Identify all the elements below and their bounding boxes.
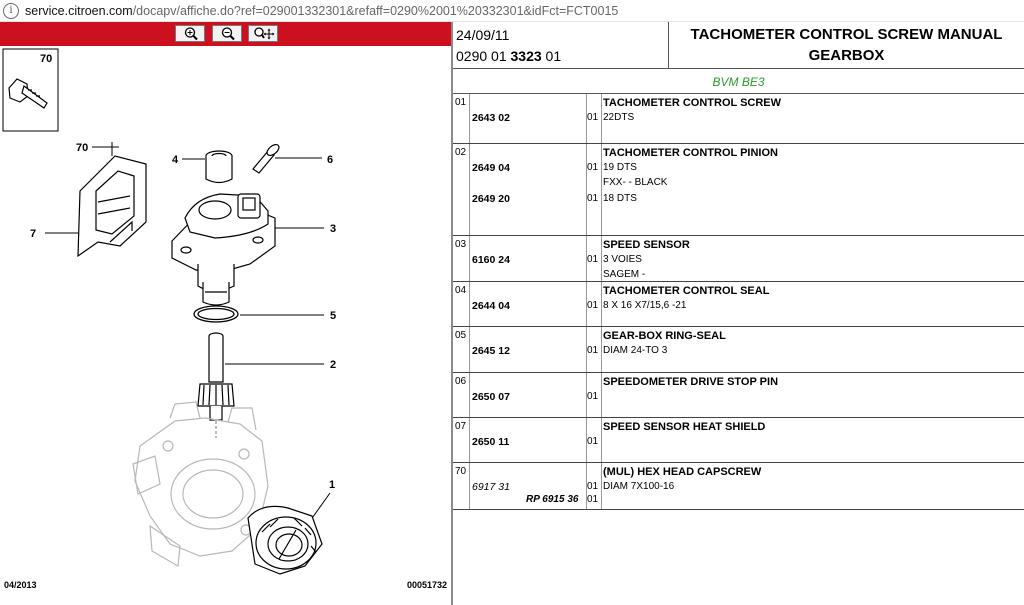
part-number[interactable]: 2649 20	[472, 193, 510, 205]
part-title: SPEED SENSOR	[603, 239, 690, 251]
part-detail: 22DTS	[603, 112, 635, 123]
o-ring-drawing	[193, 305, 239, 323]
part-number[interactable]: 2644 04	[472, 300, 510, 312]
seal-cap-drawing	[205, 150, 233, 184]
part-title: (MUL) HEX HEAD CAPSCREW	[603, 466, 762, 478]
info-icon[interactable]: i	[3, 2, 19, 19]
pinion-drawing	[197, 332, 235, 421]
part-number[interactable]: 2645 12	[472, 345, 510, 357]
callout-5: 5	[330, 310, 336, 322]
row-index: 03	[455, 239, 467, 250]
header-date: 24/09/11	[456, 27, 510, 43]
row-index: 01	[455, 97, 467, 108]
parts-panel: 24/09/11 0290 01 3323 01 TACHOMETER CONT…	[453, 22, 1024, 605]
row-index: 06	[455, 376, 467, 387]
address-bar[interactable]: i service.citroen.com/docapv/affiche.do?…	[0, 0, 1024, 22]
callout-1: 1	[329, 479, 335, 491]
gearbox-housing-drawing	[132, 401, 269, 567]
part-detail: SAGEM -	[603, 269, 646, 280]
part-detail: DIAM 7X100-16	[603, 481, 675, 492]
row-index: 07	[455, 421, 467, 432]
part-number[interactable]: 2650 07	[472, 391, 510, 403]
part-title: SPEEDOMETER DRIVE STOP PIN	[603, 376, 779, 388]
table-row[interactable]: 02 TACHOMETER CONTROL PINION 2649 04 01 19 D…	[453, 144, 1024, 236]
quantity: 01	[587, 345, 599, 356]
callout-70-inset: 70	[40, 53, 52, 65]
callout-3: 3	[330, 223, 336, 235]
stop-pin-drawing	[252, 143, 280, 174]
table-row[interactable]: 05 GEAR-BOX RING-SEAL 2645 12 01 DIAM 24-TO …	[453, 327, 1024, 373]
quantity: 01	[587, 112, 599, 123]
zoom-toolbar	[0, 22, 451, 46]
zoom-in-button[interactable]	[175, 25, 205, 42]
zoom-pan-icon	[254, 27, 275, 40]
speed-sensor-drawing	[171, 193, 276, 306]
leader-lines	[45, 142, 331, 522]
row-index: 02	[455, 147, 467, 158]
diagram-date: 04/2013	[4, 580, 37, 590]
url-text[interactable]: service.citroen.com/docapv/affiche.do?re…	[25, 3, 619, 18]
row-index: 70	[455, 466, 467, 477]
part-title: TACHOMETER CONTROL SCREW	[603, 97, 782, 109]
quantity: 01	[587, 391, 599, 402]
part-detail: DIAM 24-TO 3	[603, 345, 668, 356]
callout-70: 70	[76, 142, 88, 154]
inset-box	[2, 48, 59, 132]
zoom-out-button[interactable]	[212, 25, 242, 42]
row-index: 05	[455, 330, 467, 341]
gearbox-subtitle: BVM BE3	[453, 69, 1024, 94]
table-row[interactable]: 01 TACHOMETER CONTROL SCREW 2643 02 01 22DTS	[453, 94, 1024, 144]
heat-shield-drawing	[77, 155, 147, 258]
part-title: SPEED SENSOR HEAT SHIELD	[603, 421, 766, 433]
table-row[interactable]: 70 (MUL) HEX HEAD CAPSCREW 6917 31 01 DIAM 7…	[453, 463, 1024, 510]
part-detail: 18 DTS	[603, 193, 637, 204]
zoom-pan-button[interactable]	[248, 25, 278, 42]
part-number[interactable]: 6917 31	[472, 481, 510, 493]
diagram-number: 00051732	[406, 580, 447, 590]
exploded-parts-diagram: 70 70 4 6 3 7 5 2 1	[2, 48, 336, 575]
zoom-out-icon	[221, 27, 235, 41]
parts-header: 24/09/11 0290 01 3323 01 TACHOMETER CONT…	[453, 22, 1024, 69]
control-screw-gear-drawing	[247, 505, 323, 575]
capscrew-part-drawing	[8, 78, 48, 109]
quantity: 01	[587, 300, 599, 311]
row-index: 04	[455, 285, 467, 296]
part-number[interactable]: 6160 24	[472, 254, 510, 266]
replacement-part: RP 6915 36	[526, 494, 579, 505]
table-row[interactable]: 04 TACHOMETER CONTROL SEAL 2644 04 01 8 X 16…	[453, 282, 1024, 327]
callout-2: 2	[330, 359, 336, 371]
part-title: TACHOMETER CONTROL SEAL	[603, 285, 770, 297]
quantity: 01	[587, 193, 599, 204]
part-detail: 3 VOIES	[603, 254, 642, 265]
page-title: TACHOMETER CONTROL SCREW MANUAL GEARBOX	[690, 26, 1003, 64]
table-row[interactable]: 06 SPEEDOMETER DRIVE STOP PIN 2650 07 01	[453, 373, 1024, 418]
quantity: 01	[587, 436, 599, 447]
part-number[interactable]: 2650 11	[472, 436, 510, 448]
part-number[interactable]: 2649 04	[472, 162, 510, 174]
header-reference: 0290 01 3323 01	[456, 48, 562, 64]
part-title: TACHOMETER CONTROL PINION	[603, 147, 778, 159]
callout-7: 7	[30, 228, 36, 240]
zoom-in-icon	[184, 27, 198, 41]
part-detail: FXX- - BLACK	[603, 177, 668, 188]
quantity: 01	[587, 162, 599, 173]
table-row[interactable]: 03 SPEED SENSOR 6160 24 01 3 VOIES SAGEM -	[453, 236, 1024, 282]
callout-6: 6	[327, 154, 333, 166]
quantity: 01	[587, 254, 599, 265]
diagram-panel: 70 70 4 6 3 7 5 2 1	[0, 22, 453, 605]
callout-4: 4	[172, 154, 179, 166]
part-number[interactable]: 2643 02	[472, 112, 510, 124]
table-row[interactable]: 07 SPEED SENSOR HEAT SHIELD 2650 11 01	[453, 418, 1024, 463]
quantity: 01	[587, 494, 599, 505]
part-detail: 8 X 16 X7/15,6 -21	[603, 300, 687, 311]
part-detail: 19 DTS	[603, 162, 637, 173]
part-title: GEAR-BOX RING-SEAL	[603, 330, 726, 342]
quantity: 01	[587, 481, 599, 492]
